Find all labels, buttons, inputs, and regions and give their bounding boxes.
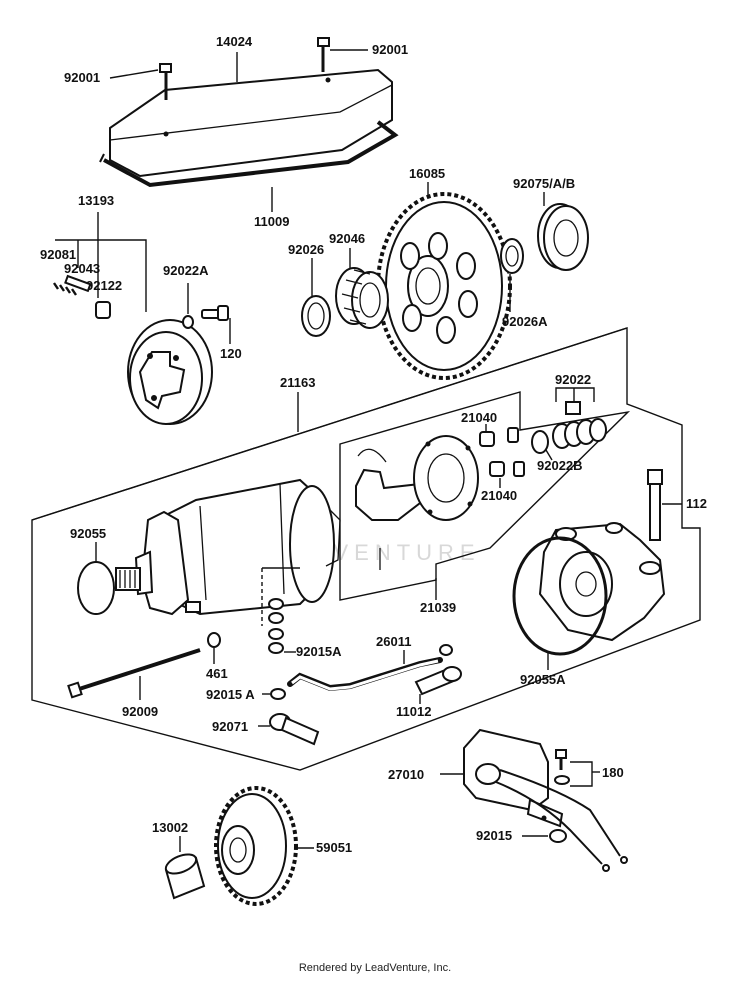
label-92015A-lower: 92015 A	[206, 687, 255, 702]
o-ring-92055A[interactable]	[512, 536, 608, 656]
label-21039: 21039	[420, 600, 456, 615]
gear-16085[interactable]	[376, 192, 512, 380]
roller-92122[interactable]	[95, 301, 111, 319]
brush-spring-21040-top[interactable]	[479, 427, 519, 447]
label-13002: 13002	[152, 820, 188, 835]
shim-92075[interactable]	[537, 203, 589, 271]
label-461: 461	[206, 666, 228, 681]
label-92001-right: 92001	[372, 42, 408, 57]
washer-92022A[interactable]	[182, 315, 194, 329]
label-92022: 92022	[555, 372, 591, 387]
idler-gear-59051[interactable]	[214, 786, 298, 906]
label-92071: 92071	[212, 719, 248, 734]
through-bolt-92009[interactable]	[67, 648, 201, 699]
label-92026: 92026	[288, 242, 324, 257]
washer-92026A[interactable]	[500, 238, 524, 274]
label-14024: 14024	[216, 34, 253, 49]
terminal-washers[interactable]	[268, 598, 284, 654]
terminal-92071[interactable]	[269, 713, 320, 746]
label-92026A: 92026A	[502, 314, 548, 329]
label-21163: 21163	[280, 375, 315, 390]
brush-plate[interactable]	[413, 435, 479, 521]
lead-wire-26011[interactable]	[287, 644, 453, 692]
washer-92022B[interactable]	[531, 430, 549, 454]
label-21040-top: 21040	[461, 410, 497, 425]
label-59051: 59051	[316, 840, 352, 855]
nut-92015A[interactable]	[270, 688, 286, 700]
spring-92081[interactable]	[53, 282, 77, 296]
label-92046: 92046	[329, 231, 365, 246]
label-21040-bottom: 21040	[481, 488, 517, 503]
label-92122: 92122	[86, 278, 122, 293]
label-92055: 92055	[70, 526, 106, 541]
nut-92015[interactable]	[549, 829, 567, 843]
brush-spring-21040-bottom[interactable]	[489, 461, 525, 477]
label-92075: 92075/A/B	[513, 176, 575, 191]
label-120: 120	[220, 346, 242, 361]
needle-bearing-92046[interactable]	[335, 267, 389, 329]
end-cover[interactable]	[538, 522, 666, 642]
clutch-body-13193[interactable]	[127, 319, 213, 425]
rendered-by-footer: Rendered by LeadVenture, Inc.	[298, 962, 452, 974]
label-92022B: 92022B	[537, 458, 583, 473]
bolt-120[interactable]	[201, 305, 229, 321]
shaft-13002[interactable]	[163, 851, 206, 900]
label-92015A-upper: 92015A	[296, 644, 342, 659]
gasket-11009[interactable]	[99, 120, 399, 188]
washer-stack-92022[interactable]	[552, 401, 607, 449]
label-11009: 11009	[254, 214, 289, 229]
starter-motor-21163[interactable]	[115, 478, 341, 616]
bolt-92001-left[interactable]	[159, 63, 172, 100]
washer-92026[interactable]	[301, 295, 331, 337]
label-92055A: 92055A	[520, 672, 566, 687]
label-92022A: 92022A	[163, 263, 209, 278]
washer-461[interactable]	[207, 632, 221, 648]
starter-relay-27010[interactable]	[463, 728, 628, 872]
label-11012: 11012	[396, 704, 431, 719]
label-92015: 92015	[476, 828, 512, 843]
label-16085: 16085	[409, 166, 445, 181]
label-92043: 92043	[64, 261, 100, 276]
label-27010: 27010	[388, 767, 424, 782]
label-112: 112	[686, 496, 707, 511]
pin-92043[interactable]	[64, 274, 92, 293]
label-13193: 13193	[78, 193, 114, 208]
bolt-180[interactable]	[554, 749, 570, 785]
o-ring-92055[interactable]	[77, 561, 115, 615]
label-92001-left: 92001	[64, 70, 100, 85]
wire-11012[interactable]	[414, 666, 462, 696]
bolt-92001-right[interactable]	[317, 37, 330, 72]
cover-14024[interactable]	[109, 68, 393, 178]
label-92081: 92081	[40, 247, 76, 262]
bolt-112[interactable]	[647, 469, 663, 541]
label-180: 180	[602, 765, 624, 780]
label-92009: 92009	[122, 704, 158, 719]
label-26011: 26011	[376, 634, 411, 649]
